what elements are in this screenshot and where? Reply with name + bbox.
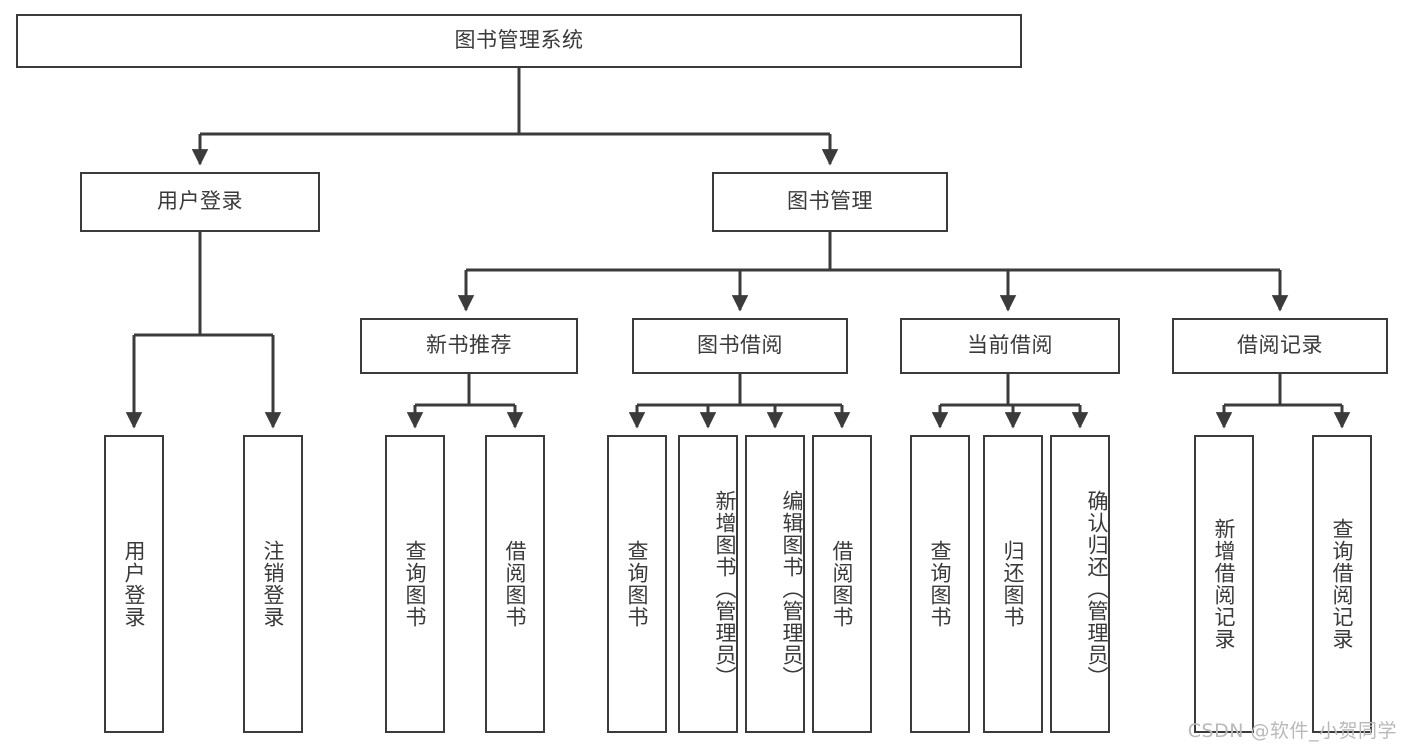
leaf-user-login-label: 用户登录 (122, 540, 147, 628)
node-current-borrow-label: 当前借阅 (967, 333, 1053, 358)
node-borrow-record-label: 借阅记录 (1237, 333, 1323, 358)
node-new-book-recommend[interactable]: 新书推荐 (360, 318, 578, 374)
leaf-borrow-book-label: 借阅图书 (830, 540, 855, 628)
node-current-borrow[interactable]: 当前借阅 (900, 318, 1120, 374)
leaf-confirm-return-admin[interactable]: 确认归还（管理员） (1050, 435, 1110, 733)
watermark-text: CSDN @软件_小贺同学 (1187, 720, 1397, 742)
leaf-confirm-return-admin-label: 确认归还（管理员） (1085, 490, 1109, 688)
leaf-add-book-admin-label: 新增图书（管理员） (713, 490, 737, 688)
node-borrow-record[interactable]: 借阅记录 (1172, 318, 1388, 374)
leaf-query-borrow-record-label: 查询借阅记录 (1330, 518, 1355, 650)
node-book-borrow-label: 图书借阅 (697, 333, 783, 358)
node-book-borrow[interactable]: 图书借阅 (632, 318, 848, 374)
leaf-add-borrow-record[interactable]: 新增借阅记录 (1194, 435, 1254, 733)
node-user-login-label: 用户登录 (157, 189, 243, 214)
leaf-logout-label: 注销登录 (261, 540, 286, 628)
leaf-user-login[interactable]: 用户登录 (104, 435, 164, 733)
leaf-add-borrow-record-label: 新增借阅记录 (1212, 518, 1237, 650)
node-book-manage[interactable]: 图书管理 (712, 172, 948, 232)
node-book-manage-label: 图书管理 (787, 189, 873, 214)
leaf-query-book-borrow[interactable]: 查询图书 (607, 435, 667, 733)
leaf-query-book-current-label: 查询图书 (928, 540, 953, 628)
leaf-return-book-label: 归还图书 (1001, 540, 1026, 628)
leaf-query-book-newbook[interactable]: 查询图书 (385, 435, 445, 733)
leaf-logout[interactable]: 注销登录 (243, 435, 303, 733)
leaf-query-book-borrow-label: 查询图书 (625, 540, 650, 628)
leaf-return-book[interactable]: 归还图书 (983, 435, 1043, 733)
node-root-label: 图书管理系统 (454, 28, 584, 53)
leaf-edit-book-admin-label: 编辑图书（管理员） (780, 490, 804, 688)
node-user-login[interactable]: 用户登录 (80, 172, 320, 232)
leaf-add-book-admin[interactable]: 新增图书（管理员） (678, 435, 738, 733)
leaf-edit-book-admin[interactable]: 编辑图书（管理员） (745, 435, 805, 733)
node-new-book-recommend-label: 新书推荐 (426, 333, 512, 358)
leaf-query-book-current[interactable]: 查询图书 (910, 435, 970, 733)
leaf-borrow-book[interactable]: 借阅图书 (812, 435, 872, 733)
leaf-borrow-book-newbook-label: 借阅图书 (503, 540, 528, 628)
leaf-borrow-book-newbook[interactable]: 借阅图书 (485, 435, 545, 733)
node-root[interactable]: 图书管理系统 (16, 14, 1022, 68)
leaf-query-book-newbook-label: 查询图书 (403, 540, 428, 628)
leaf-query-borrow-record[interactable]: 查询借阅记录 (1312, 435, 1372, 733)
